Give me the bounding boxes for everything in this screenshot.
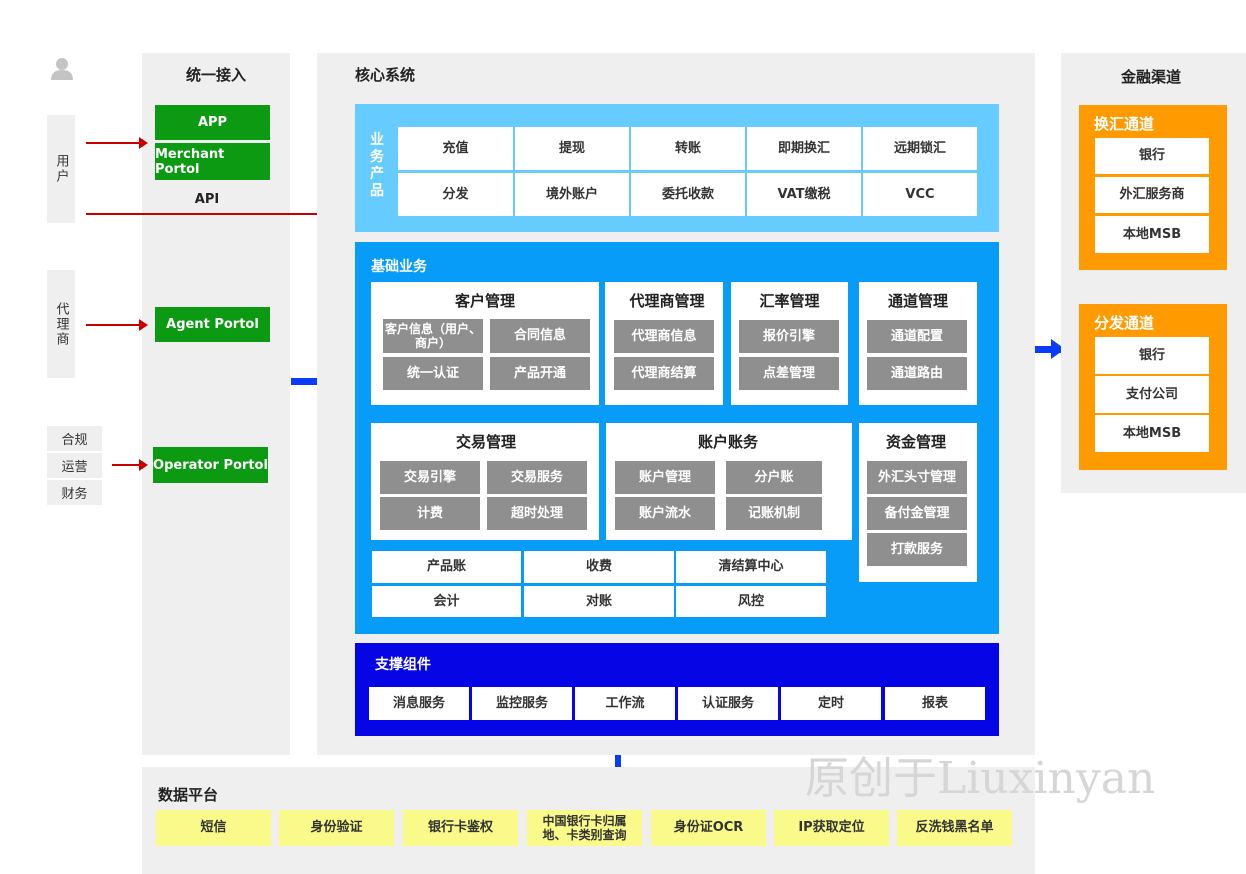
id-card-ocr: 身份证OCR [651, 810, 766, 846]
workflow: 工作流 [575, 687, 675, 720]
sub-ledger: 分户账 [726, 461, 822, 494]
channel-config: 通道配置 [867, 320, 967, 353]
actor-operations: 运营 [47, 453, 102, 478]
product-vat-tax: VAT缴税 [747, 173, 861, 216]
trade-management-title: 交易管理 [455, 432, 516, 451]
account-ledger-title: 账户账务 [697, 432, 758, 451]
distribution-local-msb: 本地MSB [1095, 415, 1209, 452]
product-withdraw: 提现 [515, 127, 629, 170]
fx-position-management: 外汇头寸管理 [867, 461, 967, 494]
arrow-user-to-core-api [86, 208, 340, 220]
aml-blacklist: 反洗钱黑名单 [897, 810, 1012, 846]
channel-routing: 通道路由 [867, 357, 967, 390]
auth-service: 认证服务 [678, 687, 778, 720]
bank-card-lookup: 中国银行卡归属地、卡类别查询 [527, 810, 642, 846]
product-ledger: 产品账 [372, 551, 521, 583]
accounting: 会计 [372, 586, 521, 617]
fee-collection: 收费 [524, 551, 674, 583]
agent-info: 代理商信息 [614, 320, 714, 353]
product-topup: 充值 [398, 127, 513, 170]
ip-geolocation: IP获取定位 [774, 810, 889, 846]
distribution-bank: 银行 [1095, 337, 1209, 374]
trade-engine: 交易引擎 [380, 461, 480, 494]
arrow-agent-to-portal [86, 319, 148, 331]
exchange-channel-title: 换汇通道 [1094, 115, 1155, 133]
product-distribution: 分发 [398, 173, 513, 216]
billing: 计费 [380, 497, 480, 530]
account-statement: 账户流水 [615, 497, 715, 530]
agent-management-title: 代理商管理 [629, 291, 705, 310]
arrow-user-to-portal [86, 137, 148, 149]
actor-user: 用户 [47, 115, 75, 223]
customer-management-title: 客户管理 [454, 291, 515, 310]
actor-finance: 财务 [47, 480, 102, 505]
distribution-channel-title: 分发通道 [1094, 314, 1155, 332]
merchant-portal-button[interactable]: Merchant Portol [155, 143, 270, 180]
reconciliation: 对账 [524, 586, 674, 617]
bank-card-auth: 银行卡鉴权 [403, 810, 518, 846]
business-products-label: 业务产品 [370, 132, 384, 199]
product-activation: 产品开通 [490, 357, 590, 390]
arrow-ops-to-portal [112, 459, 148, 471]
exchange-fx-provider: 外汇服务商 [1095, 177, 1209, 213]
unified-auth: 统一认证 [383, 357, 483, 390]
exchange-bank: 银行 [1095, 138, 1209, 174]
risk-control: 风控 [676, 586, 826, 617]
spread-management: 点差管理 [739, 357, 839, 390]
reserve-fund-management: 备付金管理 [867, 497, 967, 530]
data-platform-title: 数据平台 [158, 786, 219, 804]
scheduler: 定时 [781, 687, 881, 720]
financial-channels-title: 金融渠道 [1120, 68, 1181, 86]
accounting-mechanism: 记账机制 [726, 497, 822, 530]
support-components-title: 支撑组件 [375, 657, 431, 673]
quote-engine: 报价引擎 [739, 320, 839, 353]
reports: 报表 [885, 687, 985, 720]
distribution-payment-company: 支付公司 [1095, 376, 1209, 413]
contract-info: 合同信息 [490, 319, 590, 353]
product-spot-fx: 即期换汇 [747, 127, 861, 170]
agent-portal-button[interactable]: Agent Portol [155, 307, 270, 342]
user-icon [50, 56, 74, 80]
api-label: API [194, 192, 220, 207]
customer-info: 客户信息（用户、商户） [383, 319, 483, 353]
fund-management-title: 资金管理 [885, 432, 946, 451]
clearing-settlement-center: 清结算中心 [676, 551, 826, 583]
account-management: 账户管理 [615, 461, 715, 494]
rate-management-title: 汇率管理 [759, 291, 820, 310]
product-vcc: VCC [863, 173, 977, 216]
timeout-handling: 超时处理 [487, 497, 587, 530]
basic-business-title: 基础业务 [371, 259, 427, 275]
actor-compliance: 合规 [47, 426, 102, 451]
identity-verification: 身份验证 [279, 810, 394, 846]
payout-service: 打款服务 [867, 533, 967, 566]
actor-agent: 代理商 [47, 270, 75, 378]
product-overseas-account: 境外账户 [515, 173, 629, 216]
app-portal-button[interactable]: APP [155, 105, 270, 140]
agent-settlement: 代理商结算 [614, 357, 714, 390]
product-transfer: 转账 [631, 127, 745, 170]
messaging-service: 消息服务 [369, 687, 469, 720]
core-system-title: 核心系统 [355, 66, 416, 84]
monitoring-service: 监控服务 [472, 687, 572, 720]
exchange-local-msb: 本地MSB [1095, 216, 1209, 253]
watermark: 原创于Liuxinyan [805, 753, 1156, 804]
channel-management-title: 通道管理 [887, 291, 948, 310]
unified-access-title: 统一接入 [185, 66, 246, 84]
product-entrusted-collection: 委托收款 [631, 173, 745, 216]
operator-portal-button[interactable]: Operator Portol [153, 447, 268, 483]
sms-service: 短信 [156, 810, 271, 846]
trade-service: 交易服务 [487, 461, 587, 494]
product-forward-fx: 远期锁汇 [863, 127, 977, 170]
